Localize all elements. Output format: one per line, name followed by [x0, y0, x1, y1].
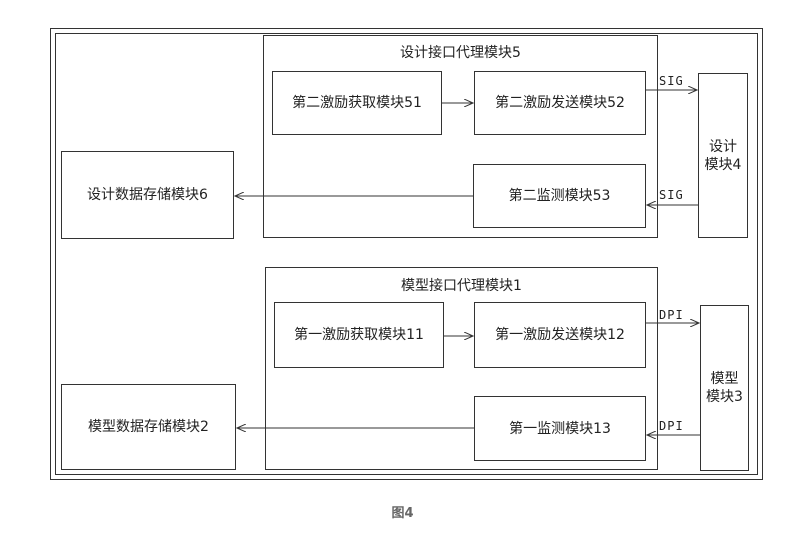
design-interface-group [263, 35, 658, 238]
sig-out-label: SIG [659, 74, 684, 88]
model-storage-label: 模型数据存储模块2 [88, 419, 209, 435]
model-monitor-module: 第一监测模块13 [474, 396, 646, 461]
design-monitor-label: 第二监测模块53 [508, 188, 611, 204]
design-send-label: 第二激励发送模块52 [495, 95, 625, 111]
design-storage-module: 设计数据存储模块6 [61, 151, 234, 239]
figure-caption: 图4 [391, 506, 414, 521]
design-acquire-module: 第二激励获取模块51 [272, 71, 442, 135]
design-module-label: 设计 模块4 [704, 138, 742, 173]
model-acquire-label: 第一激励获取模块11 [294, 327, 424, 343]
dpi-in-label: DPI [659, 419, 684, 433]
model-module-label: 模型 模块3 [706, 371, 743, 405]
outer-frame [50, 28, 763, 480]
model-module: 模型 模块3 [700, 305, 749, 471]
design-send-module: 第二激励发送模块52 [474, 71, 646, 135]
design-monitor-module: 第二监测模块53 [473, 164, 646, 228]
model-interface-title: 模型接口代理模块1 [401, 278, 522, 294]
model-interface-group [265, 267, 658, 470]
design-module: 设计 模块4 [698, 73, 748, 238]
model-monitor-label: 第一监测模块13 [509, 420, 611, 437]
design-interface-title: 设计接口代理模块5 [400, 45, 521, 61]
model-acquire-module: 第一激励获取模块11 [274, 302, 444, 368]
model-storage-module: 模型数据存储模块2 [61, 384, 236, 470]
inner-frame [55, 33, 758, 475]
design-storage-label: 设计数据存储模块6 [87, 187, 208, 203]
dpi-out-label: DPI [659, 308, 684, 322]
model-send-label: 第一激励发送模块12 [495, 327, 625, 343]
design-acquire-label: 第二激励获取模块51 [292, 95, 422, 111]
model-send-module: 第一激励发送模块12 [474, 302, 646, 368]
sig-in-label: SIG [659, 188, 684, 202]
